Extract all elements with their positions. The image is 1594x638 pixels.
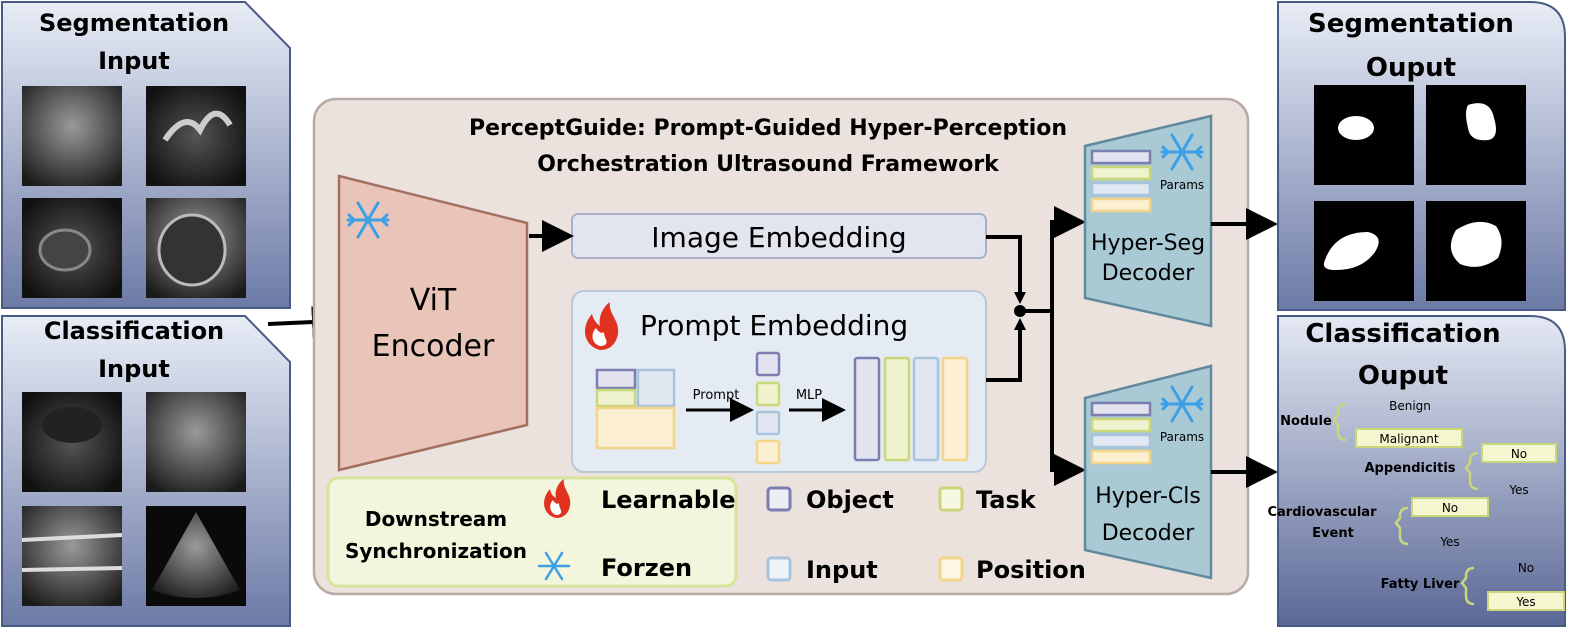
embedding-connectors <box>986 206 1086 486</box>
classification-tree: Nodule Benign Malignant Appendicitis No … <box>1267 399 1565 611</box>
tree-nodule: Nodule <box>1280 414 1332 429</box>
cls-decoder-label-2: Decoder <box>1102 521 1196 546</box>
prompt-input-blocks <box>595 368 676 450</box>
classification-output-panel: Classification Ouput <box>1277 315 1566 627</box>
segmentation-output-panel: Segmentation Ouput <box>1277 1 1566 311</box>
cls-output-title-2: Ouput <box>1358 361 1448 391</box>
tree-fatty-liver-yes: Yes <box>1515 595 1535 609</box>
vit-encoder: ViT Encoder <box>337 174 529 472</box>
legend-position: Position <box>976 556 1086 584</box>
encoder-label-1: ViT <box>410 283 457 318</box>
snowflake-icon <box>346 201 390 239</box>
legend-object: Object <box>806 486 894 514</box>
tree-appendicitis: Appendicitis <box>1364 461 1455 476</box>
tree-fatty-liver: Fatty Liver <box>1381 577 1460 592</box>
tree-nodule-benign: Benign <box>1389 399 1431 413</box>
tree-fatty-liver-no: No <box>1518 561 1534 575</box>
encoder-label-2: Encoder <box>372 329 495 364</box>
seg-output-title-1: Segmentation <box>1308 9 1514 39</box>
seg-input-title-1: Segmentation <box>39 9 229 37</box>
image-embedding-label: Image Embedding <box>651 221 906 254</box>
legend-task: Task <box>976 486 1037 514</box>
cls-input-title-1: Classification <box>44 317 224 345</box>
legend-frozen: Forzen <box>601 554 692 582</box>
cls-output-title-1: Classification <box>1305 319 1500 349</box>
flame-icon <box>544 479 571 518</box>
hyper-seg-decoder: Hyper-Seg Decoder Params <box>1083 114 1213 328</box>
seg-input-title-2: Input <box>98 47 170 75</box>
snowflake-icon <box>1160 385 1204 423</box>
seg-params-label: Params <box>1160 178 1204 192</box>
mlp-arrow-label: MLP <box>796 388 822 403</box>
ultrasound-image <box>146 86 246 186</box>
hyper-cls-decoder: Hyper-Cls Decoder Params <box>1083 364 1213 580</box>
prompt-token-column <box>755 351 781 465</box>
classification-input-panel: Classification Input <box>1 315 291 627</box>
prompt-arrow-label: Prompt <box>693 388 740 403</box>
segmentation-input-panel: Segmentation Input <box>1 1 291 309</box>
legend-downstream-2: Synchronization <box>345 539 527 563</box>
prompt-embedding-bars <box>853 356 969 462</box>
ultrasound-image <box>22 506 122 606</box>
tree-appendicitis-yes: Yes <box>1508 483 1528 497</box>
seg-output-title-2: Ouput <box>1366 53 1456 83</box>
prompt-embedding-label: Prompt Embedding <box>640 309 908 342</box>
legend-box: Downstream Synchronization Learnable For… <box>326 476 738 588</box>
cls-params-label: Params <box>1160 430 1204 444</box>
tree-cardiovascular-yes: Yes <box>1439 535 1459 549</box>
framework-title-1: PerceptGuide: Prompt-Guided Hyper-Percep… <box>469 116 1067 141</box>
legend-swatches: Object Task Input Position <box>766 486 1086 584</box>
tree-nodule-malignant: Malignant <box>1379 432 1439 446</box>
seg-decoder-label-1: Hyper-Seg <box>1091 231 1205 256</box>
image-embedding-box: Image Embedding <box>571 213 987 259</box>
snowflake-icon <box>537 551 571 581</box>
framework-title-2: Orchestration Ultrasound Framework <box>537 152 1000 177</box>
cls-decoder-label-1: Hyper-Cls <box>1095 484 1201 509</box>
flame-icon <box>585 302 619 350</box>
legend-downstream-1: Downstream <box>365 507 507 531</box>
tree-cardiovascular-2: Event <box>1312 526 1354 541</box>
ultrasound-image <box>22 86 122 186</box>
seg-decoder-label-2: Decoder <box>1102 261 1196 286</box>
legend-input: Input <box>806 556 878 584</box>
snowflake-icon <box>1160 133 1204 171</box>
ultrasound-image <box>146 392 246 492</box>
cls-input-title-2: Input <box>98 355 170 383</box>
merge-node <box>1014 305 1026 317</box>
tree-appendicitis-no: No <box>1511 447 1527 461</box>
tree-cardiovascular-no: No <box>1442 501 1458 515</box>
tree-cardiovascular-1: Cardiovascular <box>1267 505 1377 520</box>
legend-learnable: Learnable <box>601 486 736 514</box>
